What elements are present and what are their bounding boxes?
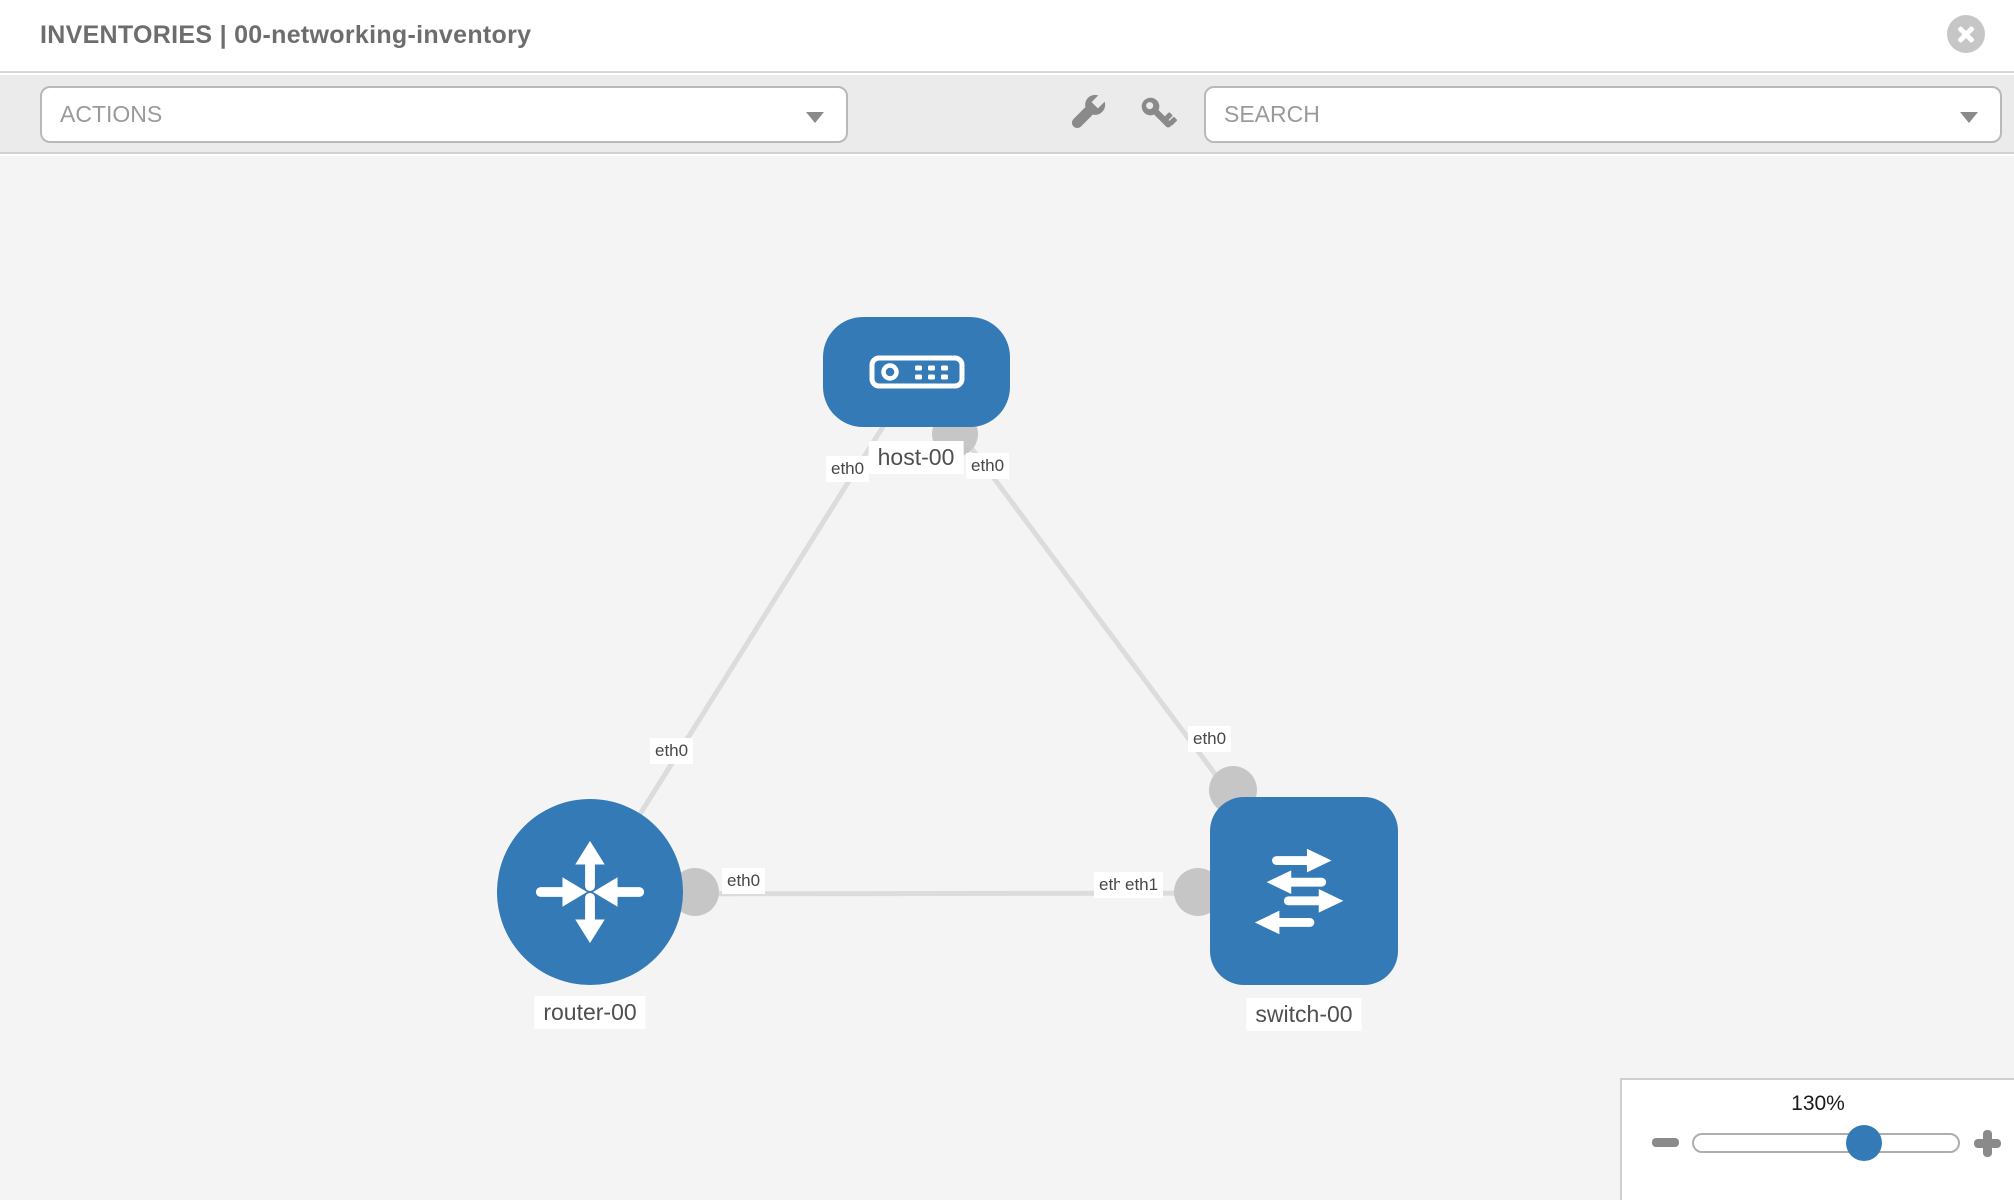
interface-label: eth1	[1120, 872, 1164, 899]
header: INVENTORIES | 00-networking-inventory	[0, 0, 2014, 73]
interface-label: eth0	[966, 453, 1010, 480]
node-switch-00[interactable]	[1210, 797, 1398, 985]
chevron-down-icon	[1960, 112, 1978, 123]
key-icon	[1141, 97, 1177, 128]
interface-label: eth0	[722, 868, 766, 895]
node-label-host: host-00	[868, 441, 964, 474]
interface-label: eth0	[650, 738, 694, 765]
zoom-control-panel: 130%	[1620, 1078, 2014, 1200]
wrench-icon	[1071, 94, 1106, 129]
key-button[interactable]	[1135, 91, 1181, 137]
switch-icon	[1254, 848, 1344, 935]
topology-graph	[587, 372, 1307, 916]
node-router-00[interactable]	[497, 799, 683, 985]
zoom-in-icon[interactable]	[1974, 1130, 2001, 1157]
zoom-out-icon[interactable]	[1652, 1138, 1679, 1147]
actions-dropdown-label: ACTIONS	[60, 101, 163, 127]
zoom-slider-thumb[interactable]	[1846, 1125, 1882, 1161]
zoom-slider-track[interactable]	[1692, 1125, 1960, 1161]
wrench-button[interactable]	[1063, 91, 1109, 137]
chevron-down-icon	[806, 112, 824, 123]
router-icon	[535, 840, 645, 944]
topology-canvas[interactable]: host-00 router-00 switch-00 eth0 eth0 et…	[0, 156, 2014, 1200]
interface-label: eth0	[826, 456, 870, 483]
toolbar: ACTIONS	[0, 75, 2014, 154]
node-label-router: router-00	[534, 996, 646, 1029]
page-title: INVENTORIES | 00-networking-inventory	[40, 21, 532, 49]
host-icon	[869, 355, 964, 389]
search-dropdown[interactable]: SEARCH	[1204, 86, 2002, 143]
node-label-switch: switch-00	[1246, 998, 1362, 1031]
search-placeholder: SEARCH	[1224, 101, 1320, 127]
interface-label: eth0	[1188, 726, 1232, 753]
close-icon[interactable]	[1947, 15, 1985, 53]
node-host-00[interactable]	[823, 317, 1010, 427]
actions-dropdown[interactable]: ACTIONS	[40, 86, 848, 143]
interface-endpoint	[671, 868, 719, 916]
zoom-level-value: 130%	[1791, 1092, 1845, 1115]
